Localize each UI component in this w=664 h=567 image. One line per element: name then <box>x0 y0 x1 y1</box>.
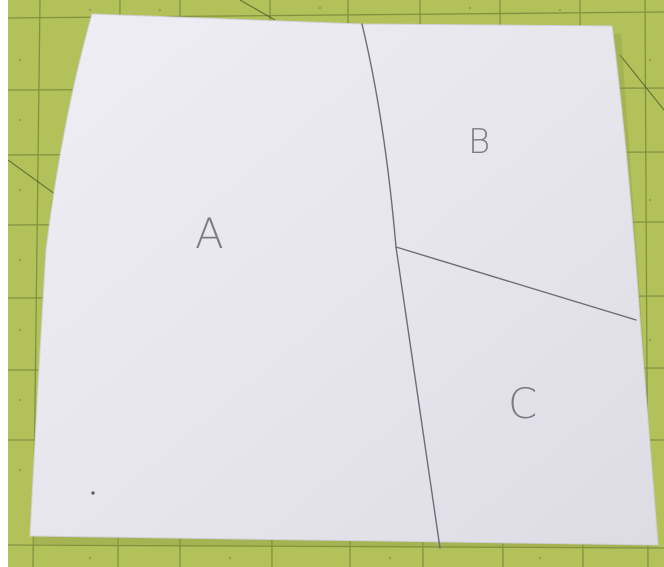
pencil-dot <box>91 491 94 494</box>
region-label-a: A <box>195 209 224 258</box>
paper-sheet <box>30 14 658 545</box>
region-label-c: C <box>508 379 537 428</box>
region-label-b: B <box>468 122 490 162</box>
